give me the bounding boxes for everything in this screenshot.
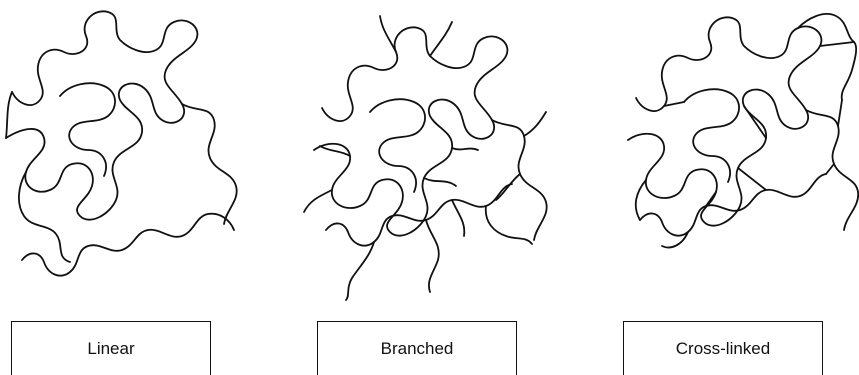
branched-label: Branched: [317, 321, 517, 375]
crosslinked-lower-chain: [639, 173, 827, 237]
cross-link-7: [837, 99, 843, 127]
linear-chain: [5, 10, 199, 221]
crosslinked-inner-loop: [683, 88, 740, 183]
cross-linked-polymer-diagram: [618, 0, 859, 310]
cross-link-2: [663, 101, 685, 107]
linear-chain-tail: [21, 212, 235, 277]
branch-inner-1: [423, 177, 457, 187]
linear-label: Linear: [11, 321, 211, 375]
cross-link-3: [743, 105, 767, 139]
linear-chain-lower: [18, 171, 71, 263]
linear-chain-inner: [59, 82, 116, 177]
linear-polymer-graphic: [5, 10, 238, 277]
branch-inner-2: [451, 147, 479, 151]
cross-linked-polymer-graphic: [627, 13, 859, 249]
crosslinked-left-tail: [634, 179, 647, 221]
cross-linked-label: Cross-linked: [623, 321, 823, 375]
crosslinked-bottom-tail: [661, 231, 689, 249]
linear-polymer-diagram: [0, 0, 240, 310]
branch-left-2: [319, 145, 351, 157]
branch-top-1: [379, 15, 397, 53]
linear-chain-link: [5, 91, 13, 139]
branch-top-2: [429, 21, 453, 57]
cross-link-5: [705, 191, 717, 207]
cross-link-4: [737, 167, 767, 191]
branch-right-2: [523, 111, 547, 137]
branch-bottom-3: [484, 205, 533, 245]
crosslinked-main-chain: [627, 16, 823, 227]
cross-link-1: [819, 41, 855, 47]
branched-main-chain: [313, 26, 509, 237]
crosslinked-right-chain: [805, 109, 859, 231]
branch-bottom-2: [425, 219, 440, 293]
branched-inner-loop: [369, 98, 426, 193]
branch-right-1: [491, 119, 548, 241]
branched-lower-chain: [325, 183, 513, 247]
branched-polymer-graphic: [303, 15, 548, 301]
linear-chain-right: [181, 103, 238, 225]
branch-left-1: [303, 189, 333, 213]
branch-bottom-1: [345, 241, 375, 301]
branched-polymer-diagram: [300, 0, 550, 310]
branch-bottom-4: [451, 199, 466, 237]
branch-right-3: [495, 173, 521, 201]
cross-link-6: [825, 163, 835, 175]
